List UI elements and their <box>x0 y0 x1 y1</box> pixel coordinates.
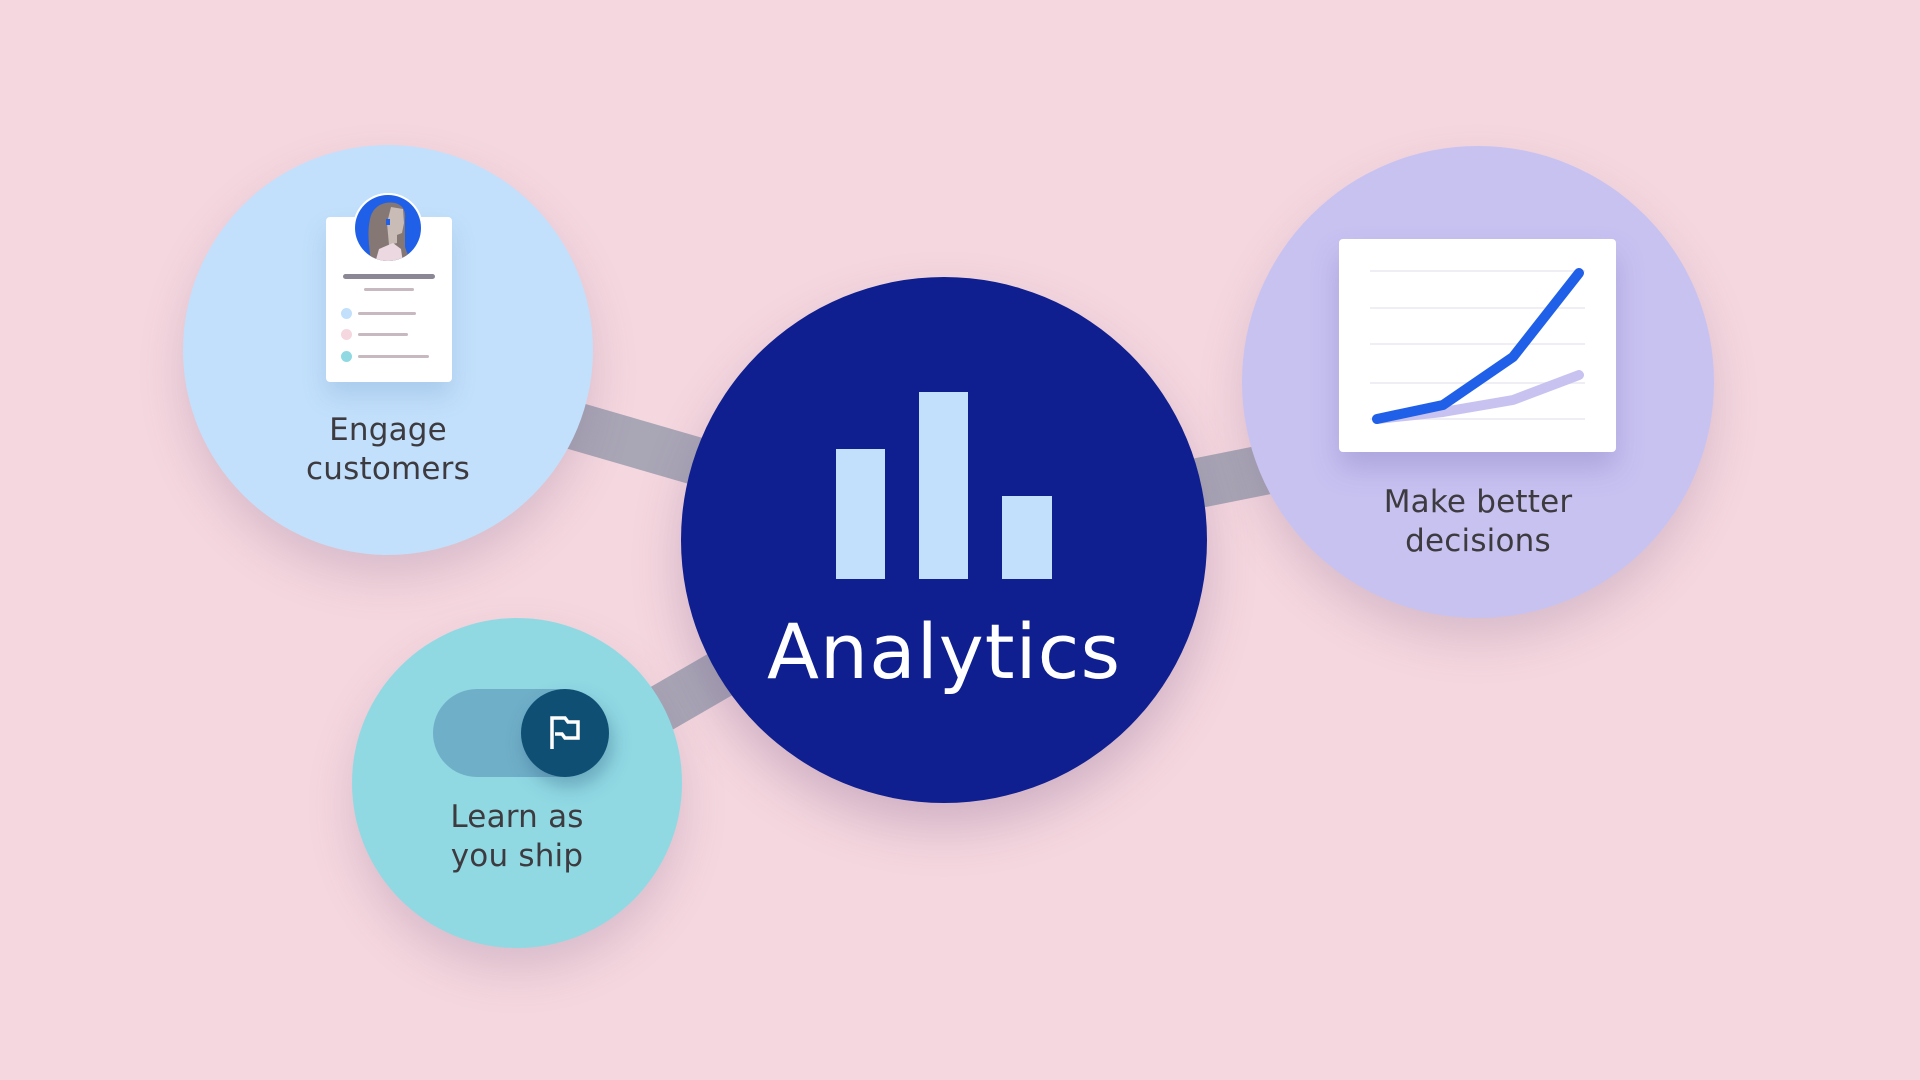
avatar <box>353 193 423 263</box>
node-label-decisions: Make better decisions <box>1242 483 1714 561</box>
bar-icon-smallest <box>1002 496 1052 579</box>
card-list-line <box>358 333 408 336</box>
bullet-dot-icon <box>341 329 352 340</box>
node-label-engage: Engage customers <box>183 411 593 489</box>
primary-series-line <box>1372 268 1584 424</box>
line-chart-icon <box>1370 268 1585 424</box>
node-make-better-decisions: Make better decisions <box>1242 146 1714 618</box>
line-chart-card <box>1339 239 1616 452</box>
label-line: Learn as <box>450 799 584 835</box>
bullet-dot-icon <box>341 308 352 319</box>
label-line: you ship <box>450 838 584 874</box>
feature-toggle-knob <box>521 689 609 777</box>
card-list-line <box>358 355 429 358</box>
flag-icon <box>550 716 580 749</box>
person-avatar-icon <box>353 193 423 263</box>
node-learn-as-you-ship: Learn as you ship <box>352 618 682 948</box>
bullet-dot-icon <box>341 351 352 362</box>
label-line: Make better <box>1383 484 1573 520</box>
hub-title: Analytics <box>766 607 1122 696</box>
bar-icon-tall <box>919 392 968 579</box>
label-line: Engage <box>329 412 447 448</box>
card-title-line <box>343 274 435 279</box>
label-line: customers <box>306 451 470 487</box>
node-label-learn: Learn as you ship <box>352 798 682 876</box>
node-engage-customers: Engage customers <box>183 145 593 555</box>
node-analytics-hub: Analytics <box>681 277 1207 803</box>
card-list-line <box>358 312 416 315</box>
bar-icon-short <box>836 449 885 579</box>
card-subtitle-line <box>364 288 414 291</box>
label-line: decisions <box>1405 523 1551 559</box>
